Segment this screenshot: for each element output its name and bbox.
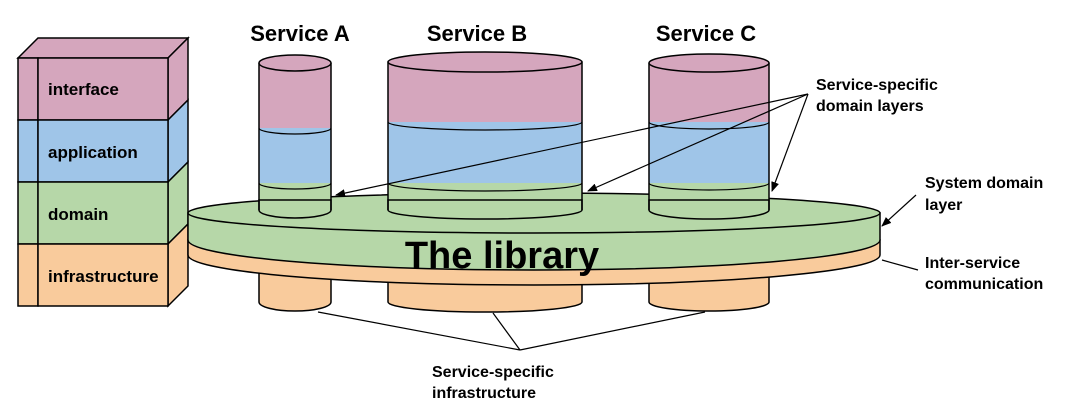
inter-service-note-line1: Inter-service: [925, 255, 1020, 272]
service-b-title: Service B: [427, 21, 527, 46]
domain-layer: [37, 181, 169, 245]
service-b-divider-2: [387, 182, 583, 192]
service-c-application-section: [649, 122, 769, 183]
service-domain-note-line2: domain layers: [816, 98, 924, 115]
service-domain-note-line1: Service-specific: [816, 77, 938, 94]
application-left-edge: [17, 119, 39, 183]
service-b-bottom: [387, 199, 583, 220]
service-a-application-section: [259, 128, 331, 183]
library-title: The library: [405, 235, 599, 277]
infrastructure-left-edge: [17, 243, 39, 307]
line-to-service-a-infrastructure: [317, 311, 521, 351]
arrow-to-service-a-domain: [335, 93, 809, 198]
service-a-bottom: [258, 199, 332, 219]
application-label: application: [48, 143, 138, 162]
service-a-top: [258, 54, 332, 72]
application-layer: [37, 119, 169, 183]
arrow-to-service-b-domain: [587, 93, 809, 192]
system-domain-note-line2: layer: [925, 197, 962, 214]
service-c-bottom: [648, 199, 770, 220]
line-to-service-b-infrastructure: [492, 312, 521, 351]
arrow-to-system-domain-layer: [881, 194, 917, 227]
service-domain-arrows: [335, 93, 809, 198]
interface-left-edge: [17, 57, 39, 121]
service-infrastructure-note-line2: infrastructure: [432, 385, 536, 402]
domain-left-edge: [17, 181, 39, 245]
infrastructure-label: infrastructure: [48, 267, 159, 286]
service-c-divider-1: [648, 121, 770, 130]
service-c-divider-2: [648, 182, 770, 191]
domain-label: domain: [48, 205, 108, 224]
interface-label: interface: [48, 80, 119, 99]
line-to-service-c-infrastructure: [519, 311, 706, 351]
arrow-to-service-c-domain: [771, 93, 809, 192]
service-c-interface-section: [649, 63, 769, 122]
service-infrastructure-lines: [317, 311, 706, 351]
service-c-title: Service C: [656, 21, 756, 46]
service-b-top: [387, 51, 583, 73]
layer-stack-top-face: [16, 37, 190, 59]
service-b-cylinder: [387, 51, 583, 220]
system-domain-note-line1: System domain: [925, 175, 1043, 192]
infrastructure-layer: [37, 243, 169, 307]
service-a-title: Service A: [250, 21, 350, 46]
layer-stack: interface application domain infrastruct…: [16, 36, 190, 308]
service-c-top: [648, 53, 770, 73]
interface-layer: [37, 57, 169, 121]
service-b-application-section: [388, 122, 582, 183]
service-a-interface-section: [259, 63, 331, 128]
library-disc: [187, 192, 881, 286]
service-b-divider-1: [387, 121, 583, 131]
service-a-cylinder: [258, 54, 332, 219]
service-c-cylinder: [648, 53, 770, 220]
inter-service-note-line2: communication: [925, 276, 1043, 293]
service-a-divider-2: [258, 182, 332, 190]
service-a-infrastructure-stub: [258, 271, 332, 312]
service-infrastructure-note-line1: Service-specific: [432, 364, 554, 381]
service-a-divider-1: [258, 127, 332, 135]
line-to-inter-service-band: [881, 259, 919, 271]
